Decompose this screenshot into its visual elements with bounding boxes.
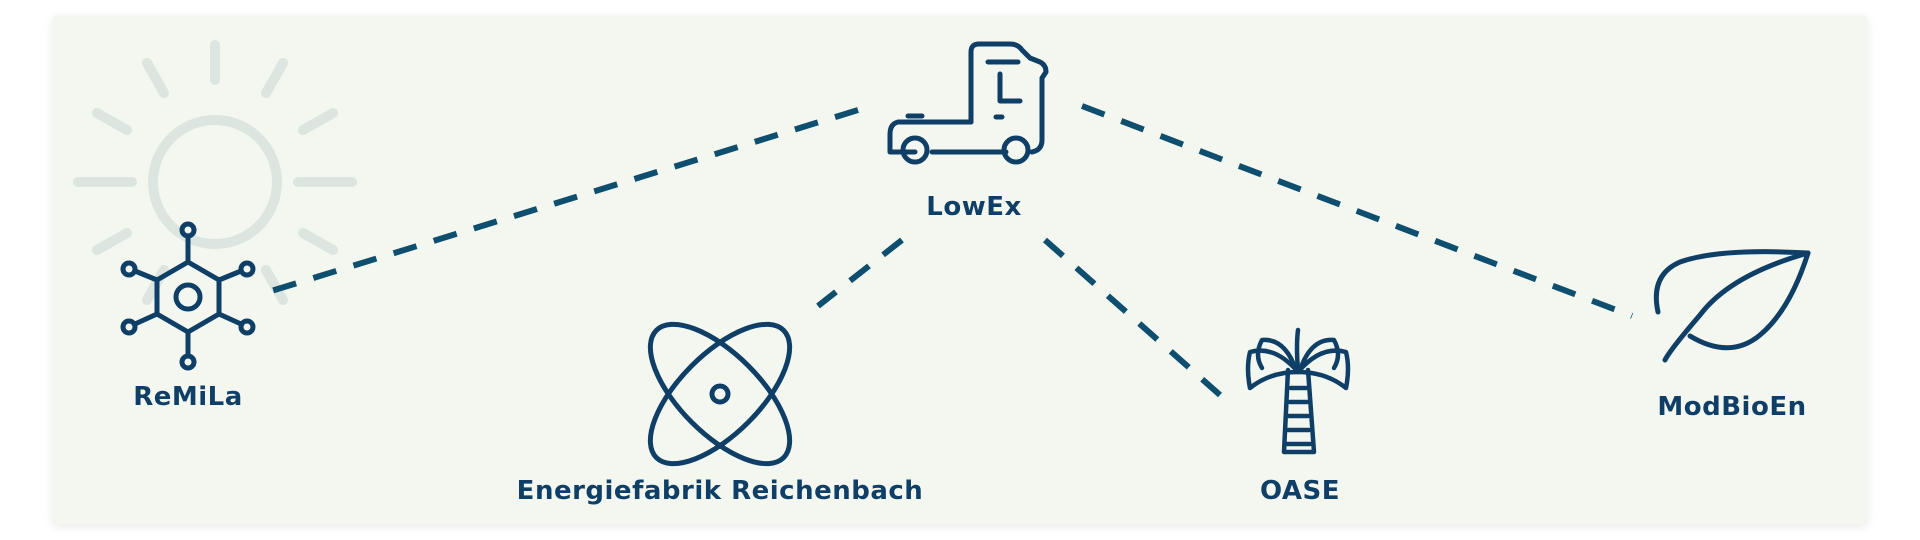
node-label-modbioen: ModBioEn <box>1657 392 1807 422</box>
atom-orbit-icon <box>647 321 793 467</box>
palm-tree-icon <box>1245 327 1351 455</box>
connectors <box>267 103 1634 398</box>
truck-icon <box>887 41 1049 165</box>
edge-lowex-energiefabrik <box>816 237 904 309</box>
edge-lowex-remila <box>267 107 859 295</box>
sun-icon <box>73 40 357 305</box>
diagram-card <box>54 16 1866 524</box>
hexagon-molecule-icon <box>120 221 256 371</box>
node-label-oase: OASE <box>1259 476 1341 506</box>
node-label-remila: ReMiLa <box>133 382 243 412</box>
node-label-energiefabrik: Energiefabrik Reichenbach <box>516 476 924 506</box>
edge-lowex-modbioen <box>1080 103 1634 319</box>
leaf-icon <box>1653 249 1811 363</box>
node-label-lowex: LowEx <box>926 192 1022 222</box>
edge-lowex-oase <box>1043 237 1222 398</box>
